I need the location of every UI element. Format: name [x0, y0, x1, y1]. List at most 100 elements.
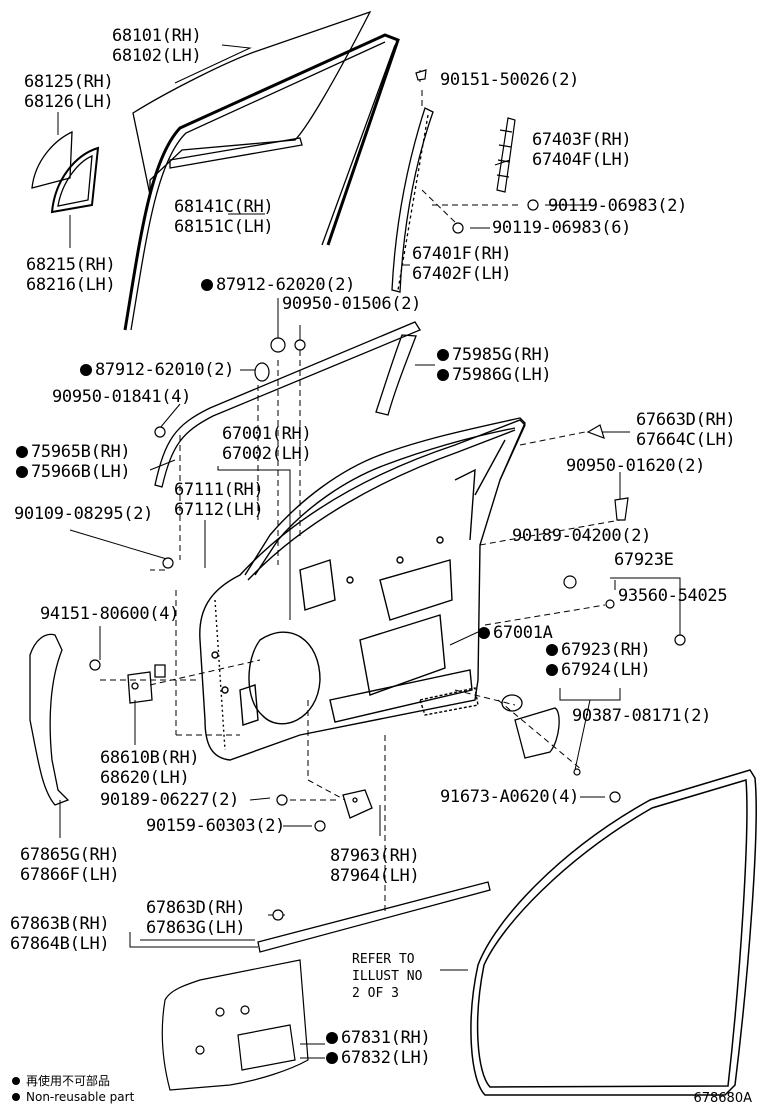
label-68125: 68125(RH) [24, 72, 114, 92]
label-67111: 67111(RH) [174, 480, 264, 500]
legend-line-1: 再使用不可部品 [12, 1072, 110, 1089]
label-87963: 87963(RH) [330, 846, 420, 866]
label-90950-b: 90950-01841(4) [52, 387, 192, 407]
door-check [343, 790, 372, 818]
non-reusable-dot [546, 664, 558, 676]
legend-english-text: Non-reusable part [26, 1090, 135, 1104]
legend-dot [12, 1077, 20, 1085]
label-75985: 75985G(RH) [437, 345, 552, 365]
non-reusable-dot [437, 349, 449, 361]
label-67831-text: 67831(RH) [341, 1028, 431, 1048]
belt-moulding [155, 322, 420, 487]
label-67865: 67865G(RH) [20, 845, 120, 865]
label-68141: 68141C(RH) [174, 197, 274, 217]
label-75966-text: 75966B(LH) [31, 462, 131, 482]
legend-japanese-text: 再使用不可部品 [26, 1074, 111, 1088]
label-68620: 68620(LH) [100, 768, 190, 788]
label-67923: 67923(RH) [546, 640, 651, 660]
door-weatherstrip [471, 770, 756, 1095]
refer-line-2: ILLUST NO [352, 969, 423, 984]
label-75965: 75965B(RH) [16, 442, 131, 462]
label-68101: 68101(RH) [112, 26, 202, 46]
trim-strip [497, 118, 515, 192]
non-reusable-dot [16, 446, 28, 458]
refer-line-1: REFER TO [352, 952, 415, 967]
label-68126: 68126(LH) [24, 92, 114, 112]
label-90151: 90151-50026(2) [440, 70, 580, 90]
label-90119-b: 90119-06983(6) [492, 218, 632, 238]
label-67866: 67866F(LH) [20, 865, 120, 885]
label-87964: 87964(LH) [330, 866, 420, 886]
handle-bracket [502, 695, 559, 758]
label-91673: 91673-A0620(4) [440, 787, 580, 807]
door-glass [133, 12, 370, 195]
service-hole-cover [162, 960, 308, 1090]
dashed-lines [100, 90, 620, 915]
label-67863b: 67863B(RH) [10, 914, 110, 934]
non-reusable-dot [437, 369, 449, 381]
label-68215: 68215(RH) [26, 255, 116, 275]
label-75986: 75986G(LH) [437, 365, 552, 385]
label-90387: 90387-08171(2) [572, 706, 712, 726]
legend-line-2: Non-reusable part [12, 1090, 134, 1104]
label-67663: 67663D(RH) [636, 410, 736, 430]
label-75985-text: 75985G(RH) [452, 345, 552, 365]
label-67831: 67831(RH) [326, 1028, 431, 1048]
label-67001: 67001(RH) [222, 424, 312, 444]
label-67864: 67864B(LH) [10, 934, 110, 954]
label-67832: 67832(LH) [326, 1048, 431, 1068]
label-67001a: 67001A [478, 623, 553, 643]
label-75986-text: 75986G(LH) [452, 365, 552, 385]
label-67863d: 67863D(RH) [146, 898, 246, 918]
hinge [128, 665, 165, 703]
legend-dot [12, 1093, 20, 1101]
non-reusable-dot [478, 627, 490, 639]
glass-run-channel [125, 35, 398, 330]
quarter-glass [32, 132, 98, 212]
label-67404: 67404F(LH) [532, 150, 632, 170]
illustration-code: 678680A [693, 1091, 752, 1106]
outer-weatherstrip [376, 335, 416, 415]
non-reusable-dot [326, 1032, 338, 1044]
label-90189-a: 90189-04200(2) [512, 526, 652, 546]
non-reusable-dot [326, 1052, 338, 1064]
label-87912-a-text: 87912-62020(2) [216, 275, 356, 295]
lower-moulding [258, 882, 490, 952]
label-75965-text: 75965B(RH) [31, 442, 131, 462]
label-90109: 90109-08295(2) [14, 504, 154, 524]
label-90159: 90159-60303(2) [146, 816, 286, 836]
door-panel [200, 420, 525, 760]
label-87912-b-text: 87912-62010(2) [95, 360, 235, 380]
non-reusable-dot [16, 466, 28, 478]
label-67863g: 67863G(LH) [146, 918, 246, 938]
non-reusable-dot [201, 279, 213, 291]
label-94151: 94151-80600(4) [40, 604, 180, 624]
label-68102: 68102(LH) [112, 46, 202, 66]
label-90189-b: 90189-06227(2) [100, 790, 240, 810]
label-75966: 75966B(LH) [16, 462, 131, 482]
refer-line-3: 2 OF 3 [352, 986, 399, 1001]
label-67832-text: 67832(LH) [341, 1048, 431, 1068]
label-67112: 67112(LH) [174, 500, 264, 520]
label-87912-a: 87912-62020(2) [201, 275, 355, 295]
label-90950-c: 90950-01620(2) [566, 456, 706, 476]
label-68216: 68216(LH) [26, 275, 116, 295]
front-edge-seal [30, 634, 68, 805]
label-67924-text: 67924(LH) [561, 660, 651, 680]
label-90950-a: 90950-01506(2) [282, 294, 422, 314]
label-67923-text: 67923(RH) [561, 640, 651, 660]
label-67001a-text: 67001A [493, 623, 553, 643]
fasteners [90, 70, 685, 920]
rear-channel [392, 108, 433, 292]
label-67002: 67002(LH) [222, 444, 312, 464]
label-68610: 68610B(RH) [100, 748, 200, 768]
label-67923e: 67923E [614, 550, 674, 570]
label-67924: 67924(LH) [546, 660, 651, 680]
non-reusable-dot [80, 364, 92, 376]
label-67402: 67402F(LH) [412, 264, 512, 284]
label-67401: 67401F(RH) [412, 244, 512, 264]
leader-lines [58, 45, 680, 1058]
label-68151: 68151C(LH) [174, 217, 274, 237]
label-67403: 67403F(RH) [532, 130, 632, 150]
